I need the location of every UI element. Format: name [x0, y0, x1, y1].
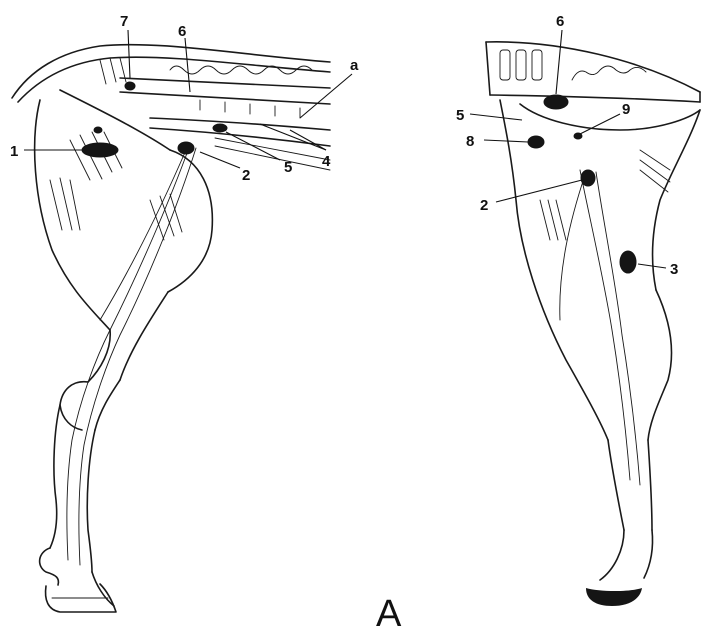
label-3: 3	[670, 261, 678, 278]
label-2-medial: 2	[480, 197, 488, 214]
label-1: 1	[10, 143, 18, 160]
figure-caption: A	[376, 593, 402, 632]
lateral-labels: 7 6 a 1 2 5 4	[10, 13, 359, 184]
label-7: 7	[120, 13, 128, 30]
lateral-view-drawing	[12, 45, 330, 612]
label-9: 9	[622, 101, 630, 118]
label-6: 6	[178, 23, 186, 40]
label-a: a	[350, 57, 359, 74]
label-4: 4	[322, 153, 331, 170]
label-5-medial: 5	[456, 107, 464, 124]
label-5: 5	[284, 159, 292, 176]
medial-view-drawing	[486, 42, 700, 606]
label-6-medial: 6	[556, 13, 564, 30]
label-2: 2	[242, 167, 250, 184]
medial-labels: 6 5 9 8 2 3	[456, 13, 678, 278]
label-8: 8	[466, 133, 474, 150]
